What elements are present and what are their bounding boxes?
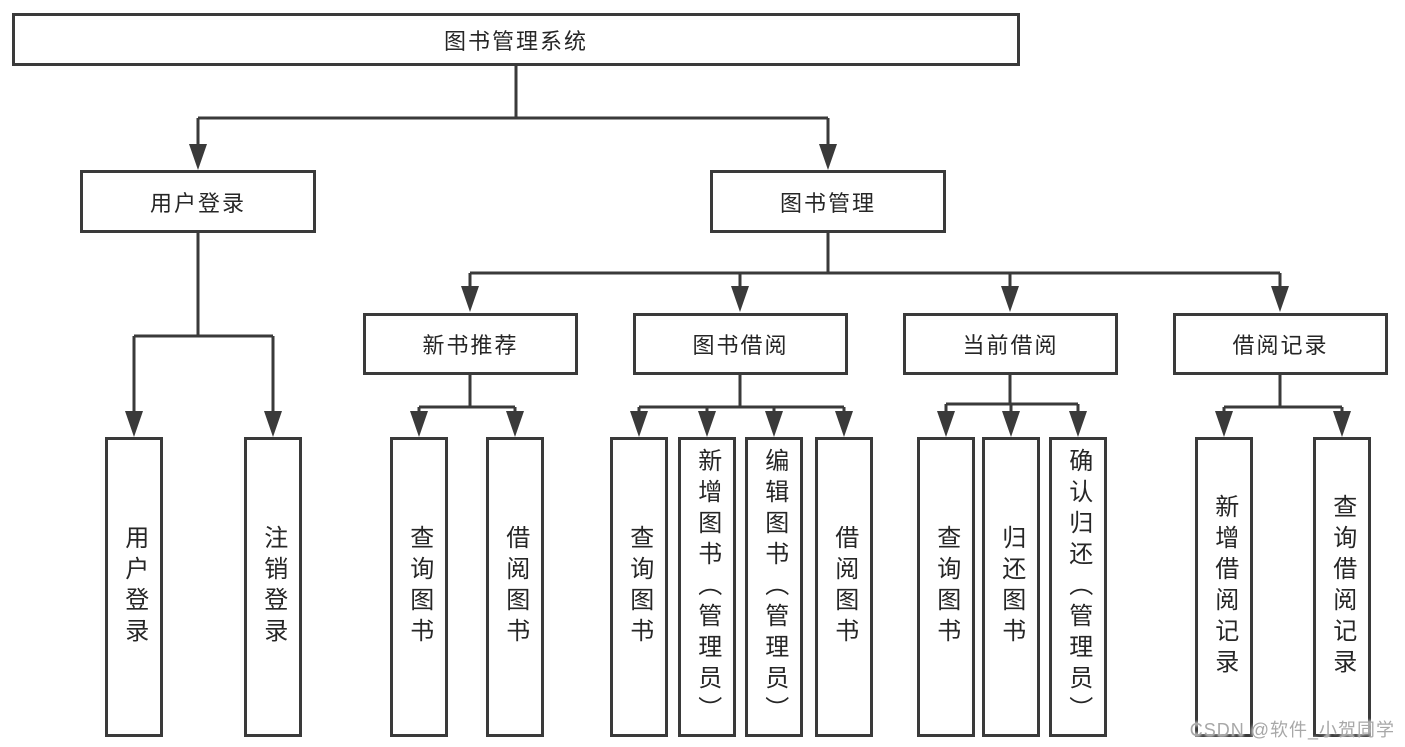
- node-book-borrowing: 图书借阅: [633, 313, 848, 375]
- leaf-current-confirm-return-admin-label: 确认归还（管理员）: [1064, 447, 1092, 727]
- arrowheads: [125, 144, 1351, 437]
- leaf-user-login-label: 用户登录: [120, 525, 148, 649]
- leaf-borrowing-borrow-books: 借阅图书: [815, 437, 873, 737]
- leaf-recommend-borrow-books: 借阅图书: [486, 437, 544, 737]
- leaf-borrowing-add-books-admin-label: 新增图书（管理员）: [693, 447, 721, 727]
- node-book-management-label: 图书管理: [779, 190, 876, 216]
- leaf-records-query-borrow-record: 查询借阅记录: [1313, 437, 1371, 737]
- node-new-book-recommend: 新书推荐: [363, 313, 578, 375]
- leaf-borrowing-query-books: 查询图书: [610, 437, 668, 737]
- node-user-login: 用户登录: [80, 170, 316, 233]
- leaf-borrowing-query-books-label: 查询图书: [625, 525, 653, 649]
- node-borrowing-records-label: 借阅记录: [1232, 333, 1329, 358]
- node-current-borrowing: 当前借阅: [903, 313, 1118, 375]
- node-root: 图书管理系统: [12, 13, 1020, 66]
- leaf-borrowing-edit-books-admin: 编辑图书（管理员）: [745, 437, 803, 737]
- node-root-label: 图书管理系统: [443, 28, 588, 54]
- node-book-management: 图书管理: [710, 170, 946, 233]
- leaf-current-confirm-return-admin: 确认归还（管理员）: [1049, 437, 1107, 737]
- leaf-current-return-books: 归还图书: [982, 437, 1040, 737]
- leaf-recommend-borrow-books-label: 借阅图书: [501, 525, 529, 649]
- leaf-recommend-query-books-label: 查询图书: [405, 525, 433, 649]
- node-new-book-recommend-label: 新书推荐: [422, 333, 519, 358]
- leaf-recommend-query-books: 查询图书: [390, 437, 448, 737]
- leaf-records-query-borrow-record-label: 查询借阅记录: [1328, 494, 1356, 680]
- node-user-login-label: 用户登录: [149, 190, 246, 216]
- leaf-logout-label: 注销登录: [259, 525, 287, 649]
- leaf-borrowing-borrow-books-label: 借阅图书: [830, 525, 858, 649]
- leaf-current-query-books-label: 查询图书: [932, 525, 960, 649]
- leaf-records-add-borrow-record-label: 新增借阅记录: [1210, 494, 1238, 680]
- node-borrowing-records: 借阅记录: [1173, 313, 1388, 375]
- csdn-watermark: CSDN @软件_小贺同学: [1189, 720, 1395, 740]
- leaf-borrowing-add-books-admin: 新增图书（管理员）: [678, 437, 736, 737]
- node-book-borrowing-label: 图书借阅: [692, 333, 789, 358]
- connector-paths: [132, 66, 1344, 414]
- leaf-records-add-borrow-record: 新增借阅记录: [1195, 437, 1253, 737]
- leaf-current-query-books: 查询图书: [917, 437, 975, 737]
- leaf-borrowing-edit-books-admin-label: 编辑图书（管理员）: [760, 447, 788, 727]
- leaf-logout: 注销登录: [244, 437, 302, 737]
- leaf-current-return-books-label: 归还图书: [997, 525, 1025, 649]
- leaf-user-login: 用户登录: [105, 437, 163, 737]
- node-current-borrowing-label: 当前借阅: [962, 333, 1059, 358]
